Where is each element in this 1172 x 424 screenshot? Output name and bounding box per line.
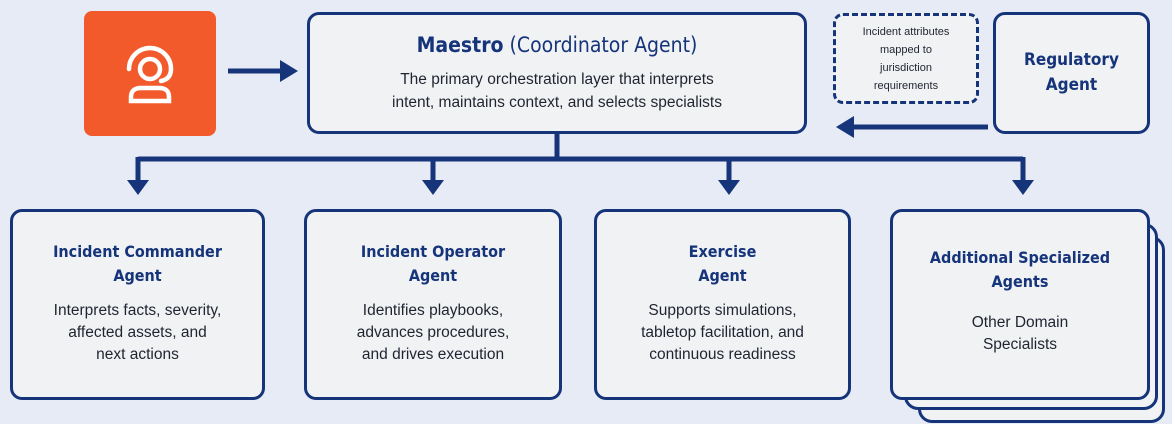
agent-title: Additional Specialized Agents — [893, 246, 1147, 294]
regulatory-to-maestro-arrow — [836, 116, 988, 138]
maestro-desc-line: The primary orchestration layer that int… — [400, 71, 714, 88]
note-line: mapped to — [880, 43, 932, 56]
incident-operator-agent-box: Incident Operator Agent Identifies playb… — [304, 209, 562, 400]
note-line: Incident attributes — [862, 25, 950, 38]
incident-commander-agent-box: Incident Commander Agent Interprets fact… — [10, 209, 265, 400]
maestro-coordinator-box: Maestro (Coordinator Agent) The primary … — [307, 12, 807, 134]
agent-desc-line: and drives execution — [361, 346, 505, 363]
agent-title-line: Agent — [113, 266, 162, 285]
agent-title: Incident Operator Agent — [307, 240, 559, 288]
maestro-description: The primary orchestration layer that int… — [310, 68, 804, 114]
maestro-to-agents-connector — [127, 134, 1034, 195]
agent-desc-line: continuous readiness — [649, 346, 796, 363]
user-tile — [84, 11, 216, 136]
agent-description: Identifies playbooks, advances procedure… — [307, 300, 559, 366]
headset-user-icon — [126, 45, 174, 103]
agent-title-line: Incident Operator — [360, 242, 506, 261]
maestro-title-bold: Maestro — [416, 33, 504, 57]
regulatory-title-line: Agent — [1045, 75, 1098, 95]
agent-desc-line: Interprets facts, severity, — [53, 302, 222, 319]
agent-desc-line: next actions — [96, 346, 179, 363]
agent-desc-line: Specialists — [982, 336, 1058, 353]
agent-title-line: Additional Specialized — [929, 248, 1111, 267]
agent-description: Supports simulations, tabletop facilitat… — [597, 300, 848, 366]
agent-description: Interprets facts, severity, affected ass… — [13, 300, 262, 366]
agent-title: Incident Commander Agent — [13, 240, 262, 288]
agent-desc-line: Other Domain — [971, 314, 1069, 331]
agent-desc-line: affected assets, and — [68, 324, 207, 341]
agent-desc-line: tabletop facilitation, and — [641, 324, 804, 341]
agent-description: Other Domain Specialists — [893, 312, 1147, 356]
agent-desc-line: Identifies playbooks, — [362, 302, 504, 319]
agent-title-line: Agent — [408, 266, 458, 285]
regulatory-agent-box: Regulatory Agent — [993, 12, 1150, 134]
agent-title-line: Incident Commander — [53, 242, 222, 261]
note-line: requirements — [873, 79, 939, 92]
agent-title: Exercise Agent — [597, 240, 848, 288]
exercise-agent-box: Exercise Agent Supports simulations, tab… — [594, 209, 851, 400]
maestro-title-rest: (Coordinator Agent) — [503, 33, 698, 57]
maestro-desc-line: intent, maintains context, and selects s… — [392, 94, 722, 111]
attribute-mapping-note: Incident attributes mapped to jurisdicti… — [833, 13, 979, 104]
maestro-title: Maestro (Coordinator Agent) — [310, 33, 804, 58]
agent-desc-line: Supports simulations, — [648, 302, 797, 319]
user-to-maestro-arrow — [228, 60, 298, 82]
agent-desc-line: advances procedures, — [356, 324, 510, 341]
note-line: jurisdiction — [880, 61, 932, 74]
agent-title-line: Agents — [991, 272, 1049, 291]
regulatory-title-line: Regulatory — [1024, 50, 1119, 70]
agent-title-line: Agent — [698, 266, 747, 285]
additional-specialized-agents-box: Additional Specialized Agents Other Doma… — [890, 209, 1150, 400]
agent-title-line: Exercise — [688, 242, 757, 261]
